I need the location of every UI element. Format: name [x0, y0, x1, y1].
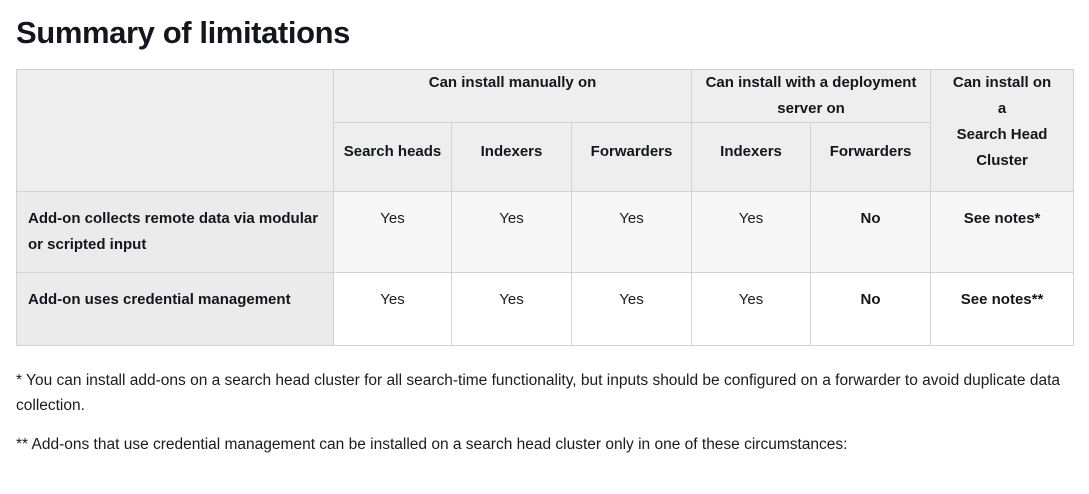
row-header-credential-management: Add-on uses credential management: [16, 272, 334, 346]
cell-r1-c4: No: [810, 272, 932, 346]
footnote-single-asterisk: * You can install add-ons on a search he…: [16, 372, 1061, 414]
header-sub-row: Search heads Indexers Forwarders Indexer…: [17, 122, 1074, 192]
cell-r1-c3: Yes: [691, 272, 812, 346]
table-row: Add-on uses credential management Yes Ye…: [16, 272, 1075, 346]
header-group-install-manually: Can install manually on: [332, 69, 693, 123]
cell-r1-c1: Yes: [451, 272, 572, 346]
subheader-manual-forwarders: Forwarders: [570, 122, 693, 192]
shc-header-line-4: Cluster: [976, 152, 1028, 169]
subheader-manual-search-heads: Search heads: [333, 122, 452, 192]
cell-r0-c3: Yes: [691, 191, 812, 273]
row-header-modular-scripted-input: Add-on collects remote data via modular …: [16, 191, 334, 273]
cell-r0-c5: See notes*: [930, 191, 1075, 273]
cell-r1-c5: See notes**: [930, 272, 1075, 346]
cell-r0-c4: No: [810, 191, 932, 273]
footnote-double-asterisk: ** Add-ons that use credential managemen…: [16, 436, 848, 453]
shc-header-line-3: Search Head: [956, 126, 1048, 143]
cell-r0-c2: Yes: [570, 191, 693, 273]
header-group-row: Can install manually on Can install with…: [16, 69, 1075, 192]
footnotes: * You can install add-ons on a search he…: [16, 368, 1073, 457]
shc-header-line-2: a: [997, 100, 1007, 117]
header-group-search-head-cluster: Can install on a Search Head Cluster: [930, 69, 1075, 192]
subheader-ds-indexers: Indexers: [691, 122, 812, 192]
table-header: Can install manually on Can install with…: [16, 69, 1075, 192]
cell-r1-c2: Yes: [570, 272, 693, 346]
cell-r1-c0: Yes: [333, 272, 452, 346]
limitations-table-container: Can install manually on Can install with…: [16, 69, 1075, 346]
header-group-deployment-server: Can install with a deployment server on: [691, 69, 932, 123]
limitations-table: Can install manually on Can install with…: [16, 69, 1075, 346]
table-row: Add-on collects remote data via modular …: [16, 191, 1075, 273]
subheader-ds-forwarders: Forwarders: [810, 122, 932, 192]
header-corner-cell: [16, 69, 334, 192]
shc-header-line-1: Can install on: [952, 74, 1052, 91]
page-title: Summary of limitations: [16, 15, 350, 50]
subheader-manual-indexers: Indexers: [451, 122, 572, 192]
table-body: Add-on collects remote data via modular …: [16, 191, 1075, 346]
cell-r0-c0: Yes: [333, 191, 452, 273]
cell-r0-c1: Yes: [451, 191, 572, 273]
